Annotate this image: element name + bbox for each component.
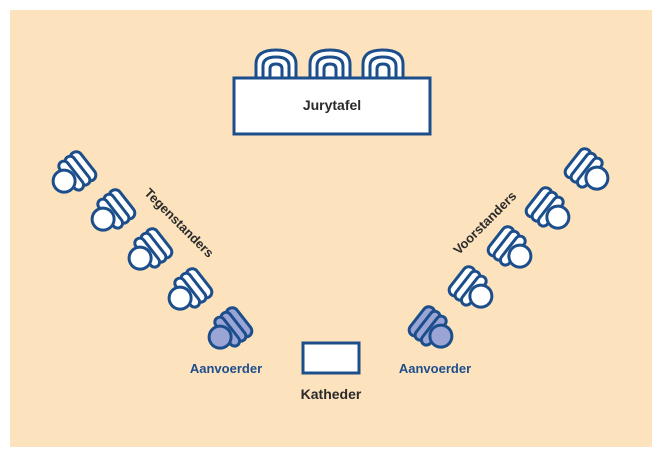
- opponent-seats: [43, 147, 256, 359]
- jury-table-label: Jurytafel: [303, 97, 361, 113]
- captain-left-label: Aanvoerder: [190, 361, 262, 376]
- opponent-seat-2: [82, 185, 139, 241]
- lectern-label: Katheder: [301, 386, 362, 402]
- jury-seat-1: [254, 48, 298, 82]
- lectern: [301, 341, 361, 375]
- opponent-captain-seat: [199, 303, 256, 359]
- jury-seat-2: [308, 48, 352, 82]
- opponent-seat-4: [159, 264, 216, 320]
- proponent-captain-seat: [405, 302, 462, 358]
- opponent-seat-1: [43, 147, 100, 203]
- proponent-seat-4: [445, 262, 502, 318]
- proponent-seat-1: [561, 144, 618, 200]
- opponent-seat-3: [119, 224, 176, 280]
- jury-seats: [254, 48, 405, 82]
- jury-table: [232, 76, 432, 136]
- proponent-seats: [405, 144, 618, 358]
- proponent-seat-2: [522, 183, 579, 239]
- proponent-seat-3: [484, 222, 541, 278]
- captain-right-label: Aanvoerder: [399, 361, 471, 376]
- jury-seat-3: [361, 48, 405, 82]
